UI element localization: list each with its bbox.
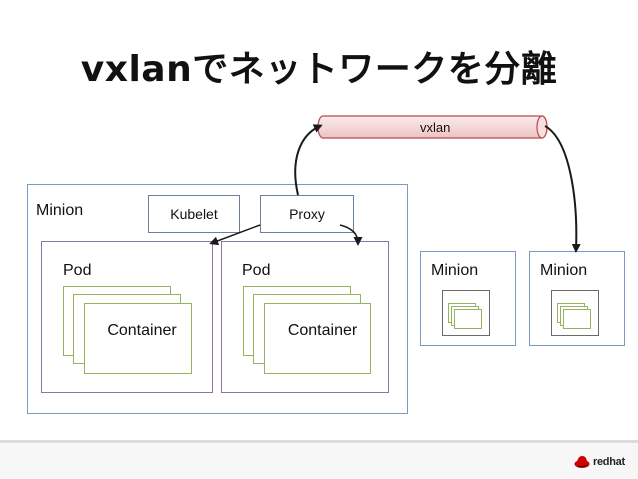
pod-box-2 — [221, 241, 389, 393]
container-box-2: Container — [264, 303, 371, 374]
proxy-label: Proxy — [289, 206, 325, 222]
arrow-proxy-to-pod-b — [339, 224, 363, 246]
kubelet-box: Kubelet — [148, 195, 240, 233]
pod-label-2: Pod — [242, 262, 271, 279]
redhat-logo: redhat — [574, 455, 625, 469]
container-label-2: Container — [287, 321, 358, 339]
container-mini-2c — [454, 309, 482, 329]
redhat-logo-text: redhat — [593, 456, 625, 468]
arrow-proxy-to-tunnel — [294, 124, 323, 196]
slide-title: vxlanでネットワークを分離 — [80, 49, 558, 90]
pod-label-1: Pod — [63, 262, 92, 279]
container-label-1: Container — [107, 321, 177, 339]
pod-box-1 — [41, 241, 213, 393]
footer-divider — [0, 440, 638, 443]
container-mini-3c — [563, 309, 591, 329]
arrow-proxy-to-pod-a — [209, 224, 261, 246]
minion-node-main — [27, 184, 408, 414]
kubelet-label: Kubelet — [170, 206, 218, 222]
minion-node-2 — [420, 251, 516, 346]
minion-label-main: Minion — [36, 202, 84, 219]
arrow-tunnel-to-minion — [544, 125, 581, 253]
proxy-box: Proxy — [260, 195, 354, 233]
vxlan-tunnel — [317, 115, 548, 139]
vxlan-label: vxlan — [420, 120, 451, 135]
minion-label-3: Minion — [540, 262, 588, 279]
container-box-1: Container — [84, 303, 192, 374]
minion-label-2: Minion — [431, 262, 479, 279]
redhat-shadowman-icon — [574, 456, 590, 468]
footer-bar — [0, 443, 638, 479]
